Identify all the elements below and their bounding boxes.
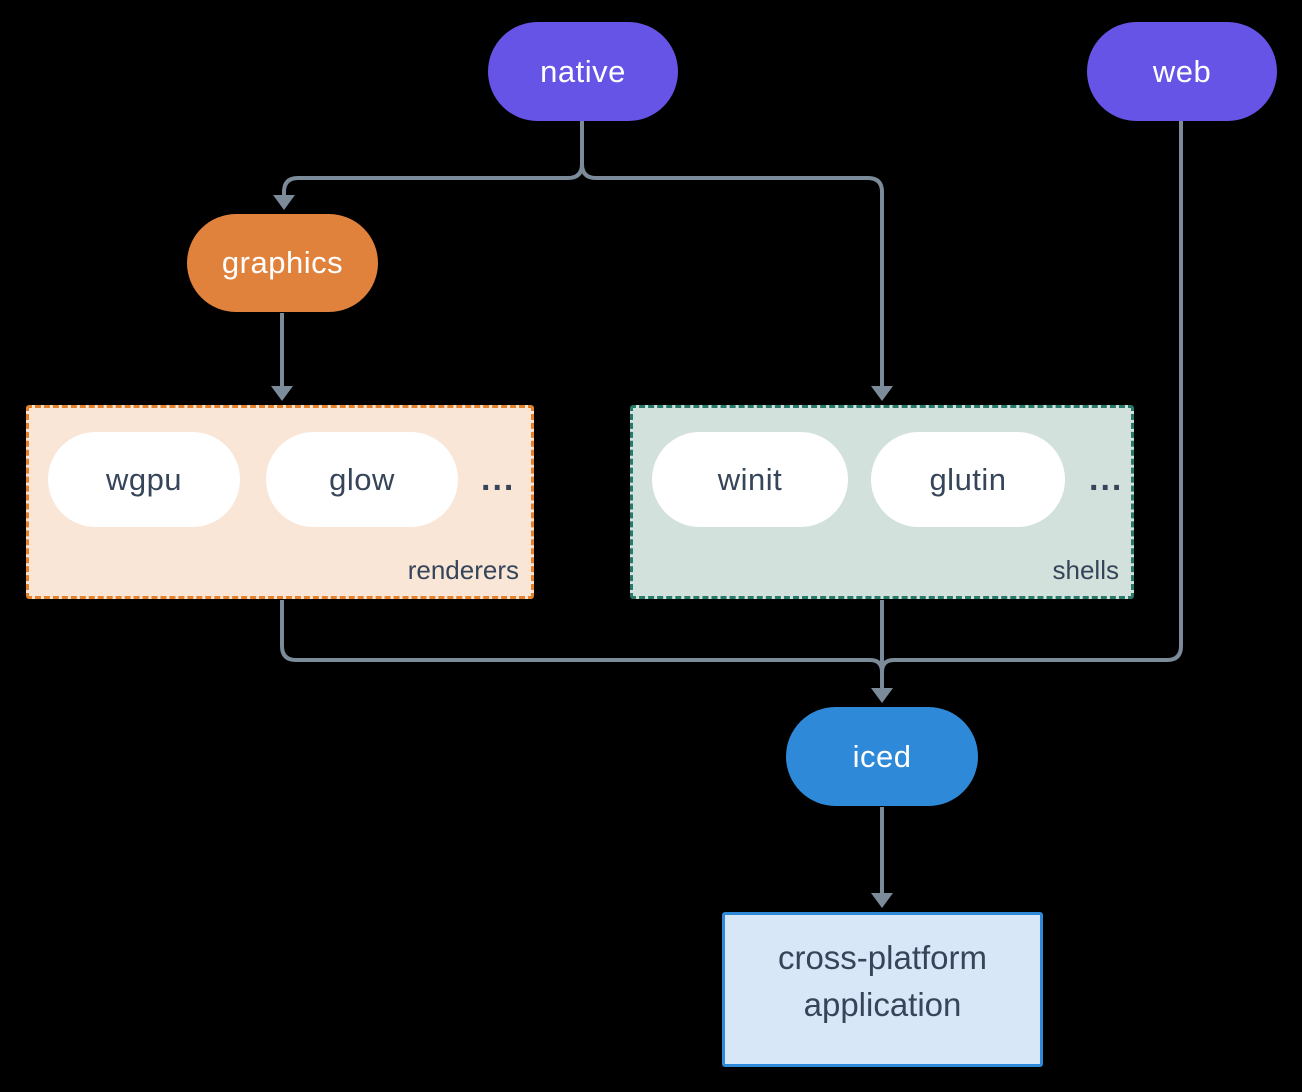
node-web: web (1087, 22, 1277, 121)
arrowhead-into-shells (871, 386, 893, 401)
edge-renderers-iced (280, 600, 884, 673)
arrowhead-into-renderers (271, 386, 293, 401)
node-glutin: glutin (871, 432, 1065, 527)
node-graphics: graphics (187, 214, 378, 312)
node-native-label: native (540, 53, 626, 89)
group-renderers: wgpu glow ... renderers (26, 405, 534, 599)
node-cross-platform-application: cross-platform application (722, 912, 1043, 1067)
node-winit: winit (652, 432, 848, 527)
node-glow: glow (266, 432, 458, 527)
node-glow-label: glow (329, 461, 395, 497)
node-glutin-label: glutin (929, 461, 1007, 497)
renderers-ellipsis: ... (481, 460, 516, 498)
shells-group-label: shells (1052, 555, 1119, 585)
node-iced: iced (786, 707, 978, 806)
renderers-group-label: renderers (407, 555, 519, 585)
arrowhead-into-application (871, 893, 893, 908)
edge-native-graphics (282, 121, 584, 195)
arrowhead-into-graphics (273, 195, 295, 210)
node-web-label: web (1152, 53, 1212, 89)
application-label-line1: cross-platform (777, 938, 988, 976)
group-shells: winit glutin ... shells (630, 405, 1134, 599)
node-iced-label: iced (852, 738, 912, 774)
node-native: native (488, 22, 678, 121)
edge-native-shells (580, 163, 884, 386)
node-graphics-label: graphics (221, 245, 344, 280)
application-label-line2: application (803, 985, 962, 1023)
shells-ellipsis: ... (1089, 460, 1124, 498)
arrowhead-into-iced (871, 688, 893, 703)
node-wgpu: wgpu (48, 432, 240, 527)
node-wgpu-label: wgpu (105, 461, 183, 497)
node-winit-label: winit (717, 461, 783, 497)
